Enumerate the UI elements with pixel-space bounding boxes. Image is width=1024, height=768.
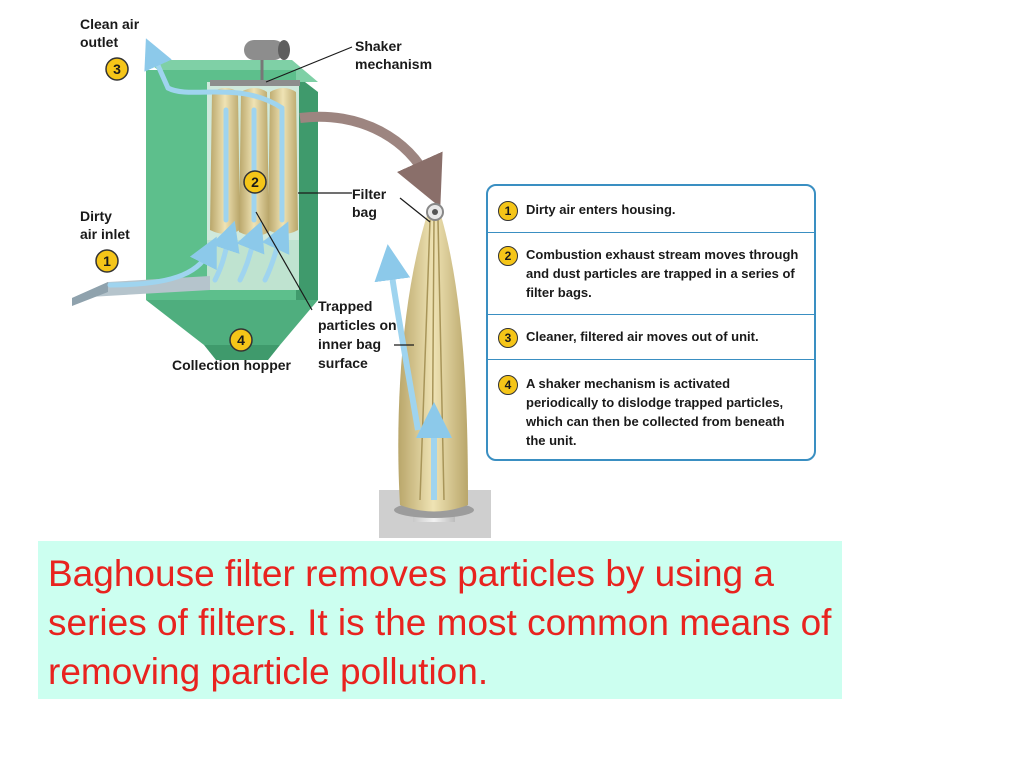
caption-text: Baghouse filter removes particles by usi… bbox=[48, 553, 832, 692]
trapped-particles-label: Trapped particles on inner bag surface bbox=[318, 298, 400, 371]
caption-box: Baghouse filter removes particles by usi… bbox=[38, 541, 842, 699]
step-text: Dirty air enters housing. bbox=[526, 202, 676, 217]
svg-text:3: 3 bbox=[113, 61, 121, 77]
step-2: 2 Combustion exhaust stream moves throug… bbox=[488, 233, 814, 315]
svg-text:4: 4 bbox=[237, 332, 245, 348]
marker-2: 2 bbox=[243, 170, 267, 194]
dirty-air-inlet-label: Dirty air inlet bbox=[80, 208, 130, 242]
step-text: Combustion exhaust stream moves through … bbox=[526, 247, 799, 300]
step-number-badge: 3 bbox=[498, 328, 518, 348]
enlarged-filter-bag bbox=[374, 203, 491, 538]
zoom-arrow bbox=[299, 111, 443, 208]
svg-text:2: 2 bbox=[251, 174, 259, 190]
leader-lines bbox=[255, 46, 431, 346]
step-number-badge: 2 bbox=[498, 246, 518, 266]
step-1: 1 Dirty air enters housing. bbox=[488, 186, 814, 233]
steps-panel: 1 Dirty air enters housing. 2 Combustion… bbox=[486, 184, 816, 461]
shaker-motor bbox=[210, 40, 300, 86]
shaker-mechanism-label: Shaker mechanism bbox=[355, 38, 432, 72]
collection-hopper-label: Collection hopper bbox=[172, 357, 292, 373]
marker-1: 1 bbox=[95, 249, 119, 273]
step-text: A shaker mechanism is activated periodic… bbox=[526, 376, 785, 448]
step-text: Cleaner, filtered air moves out of unit. bbox=[526, 329, 759, 344]
step-number-badge: 4 bbox=[498, 375, 518, 395]
clean-air-outlet-label: Clean air outlet bbox=[80, 16, 143, 50]
filter-bags bbox=[210, 88, 298, 236]
air-flow-arrows bbox=[107, 38, 290, 288]
filter-bag-label: Filter bag bbox=[352, 186, 390, 220]
step-4: 4 A shaker mechanism is activated period… bbox=[488, 360, 814, 459]
svg-text:1: 1 bbox=[103, 253, 111, 269]
marker-3: 3 bbox=[105, 57, 129, 81]
step-3: 3 Cleaner, filtered air moves out of uni… bbox=[488, 315, 814, 360]
marker-4: 4 bbox=[229, 328, 253, 352]
step-number-badge: 1 bbox=[498, 201, 518, 221]
